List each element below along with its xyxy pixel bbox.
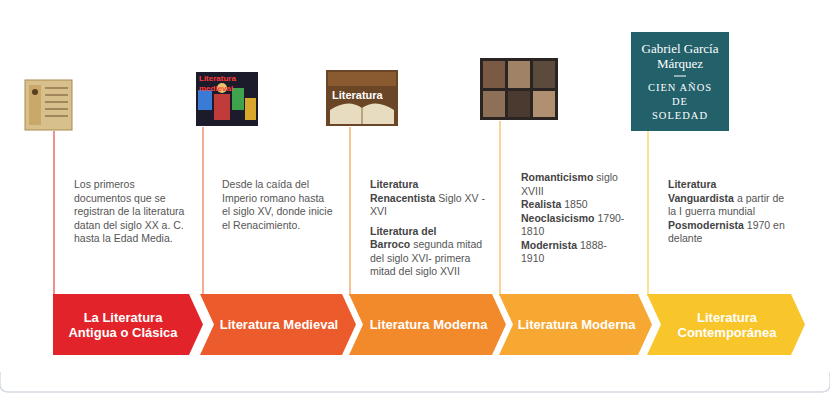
period-name: La Literatura Antigua o Clásica [59,310,187,340]
period-description: Los primeros documentos que se registran… [74,178,186,246]
description-text: Desde la caída del Imperio romano hasta … [222,178,333,231]
description-paragraph: Realista1850 [521,198,629,212]
timeline-stem [648,131,649,296]
band-text-area: Literatura Moderna [517,294,636,355]
cover-dash [673,71,687,81]
description-paragraph: Literatura del Barrocosegunda mitad del … [370,225,490,279]
movement-name: Literatura Renacentista [370,178,435,204]
description-text: Los primeros documentos que se registran… [74,178,184,244]
timeline-stem [54,131,55,296]
period-band: La Literatura Antigua o Clásica [53,294,203,355]
chevron-fill [349,294,506,355]
papyrus-thumbnail [25,80,72,130]
period-band: Literatura Medieval [200,294,356,355]
description-text: 1850 [564,198,587,210]
movement-name: Modernista [521,239,577,251]
chevron-fill [499,294,652,355]
chevron-fill [647,294,805,355]
timeline-stem [350,127,351,296]
chevron-fill [200,294,356,355]
movement-name: Literatura Vanguardista [668,178,734,204]
medieval-thumbnail [196,72,258,126]
description-paragraph: Literatura RenacentistaSiglo XV - XVI [370,178,490,219]
movement-name: Posmodernista [668,219,744,231]
period-band: Literatura Contemporánea [647,294,805,355]
book-cover: Gabriel García MárquezCIEN AÑOS DE SOLED… [631,32,729,131]
description-paragraph: Romanticismosiglo XVIII [521,171,629,198]
period-name: Literatura Contemporánea [665,310,789,340]
timeline-stem [203,127,204,296]
movement-name: Neoclasicismo [521,212,595,224]
movement-name: Romanticismo [521,171,593,183]
band-text-area: Literatura Contemporánea [665,294,789,355]
period-name: Literatura Medieval [220,317,339,332]
band-text-area: Literatura Medieval [218,294,340,355]
period-name: Literatura Moderna [518,317,636,332]
panel-border [0,372,830,392]
period-name: Literatura Moderna [370,317,488,332]
collage-thumbnail [480,58,558,120]
chevron-fill [53,294,203,355]
description-paragraph: Desde la caída del Imperio romano hasta … [222,178,334,232]
period-description: Literatura Vanguardistaa partir de la I … [668,178,786,246]
period-band: Literatura Moderna [349,294,506,355]
thumbnail-caption: Literatura [332,89,394,102]
band-text-area: La Literatura Antigua o Clásica [59,294,187,355]
connector-lines [54,121,648,296]
description-paragraph: Neoclasicismo1790-1810 [521,212,629,239]
movement-name: Realista [521,198,561,210]
band-text-area: Literatura Moderna [367,294,490,355]
description-paragraph: Los primeros documentos que se registran… [74,178,186,246]
book-author: Gabriel García Márquez [635,41,725,71]
thumbnail-caption: Literatura medieval [199,74,255,94]
description-paragraph: Posmodernista1970 en delante [668,219,786,246]
period-description: Romanticismosiglo XVIIIRealista1850Neocl… [521,171,629,266]
period-description: Literatura RenacentistaSiglo XV - XVILit… [370,178,490,285]
description-paragraph: Literatura Vanguardistaa partir de la I … [668,178,786,219]
description-paragraph: Modernista1888-1910 [521,239,629,266]
timeline-stem [500,121,501,296]
book-thumbnail [326,70,398,126]
book-title: CIEN AÑOS DE SOLEDAD [644,81,716,123]
period-band: Literatura Moderna [499,294,652,355]
period-description: Desde la caída del Imperio romano hasta … [222,178,334,232]
